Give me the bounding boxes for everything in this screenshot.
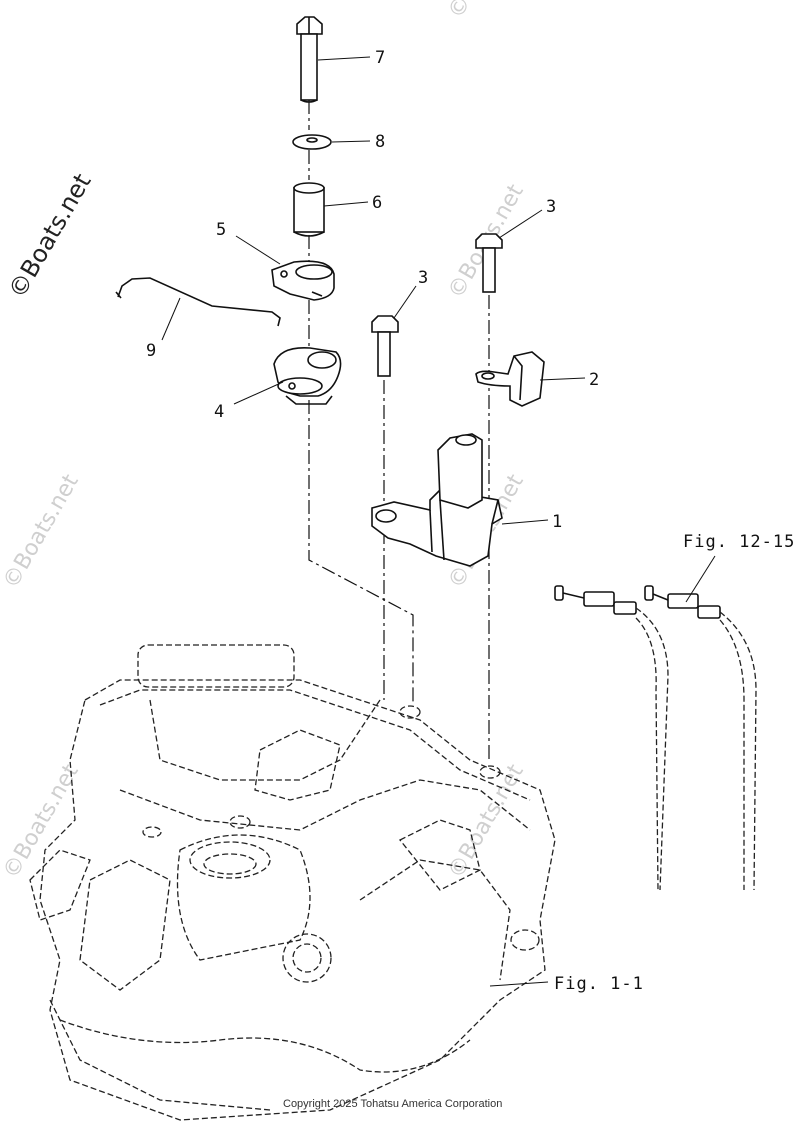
ref-fig-12-15: Fig. 12-15 (683, 532, 795, 552)
part-7-bolt (296, 16, 323, 103)
callout-9: 9 (146, 341, 156, 361)
part-1-bracket (371, 433, 503, 567)
callout-6: 6 (372, 193, 382, 213)
part-9-link-rod (115, 277, 281, 327)
assembly-axis-lines (308, 100, 490, 760)
engine-block-outline (29, 644, 556, 1121)
throttle-cables (554, 585, 757, 891)
leader-lines (161, 56, 716, 987)
callout-8: 8 (375, 132, 385, 152)
figure-references: Fig. 12-15 Fig. 1-1 (554, 532, 795, 994)
part-3-bolt-upper (475, 233, 503, 293)
callout-5: 5 (216, 220, 226, 240)
watermark-left-mid: ©Boats.net (0, 470, 84, 593)
watermark-center-low: ©Boats.net (444, 760, 529, 883)
callout-3-upper: 3 (546, 197, 556, 217)
copyright-text: Copyright 2025 Tohatsu America Corporati… (283, 1098, 502, 1110)
callout-7: 7 (375, 48, 385, 68)
part-6-collar (293, 182, 325, 237)
part-5-lever (271, 260, 335, 301)
watermark-top-right: ©Boats.net (444, 0, 529, 23)
watermark-main: ©Boats.net (3, 169, 97, 303)
callout-2: 2 (589, 370, 599, 390)
callout-labels: 7 8 6 5 3 3 9 2 4 1 (146, 48, 599, 532)
part-4-cam-plate (273, 347, 342, 405)
callout-1: 1 (552, 512, 562, 532)
part-2-clip (475, 351, 545, 407)
part-8-washer (292, 134, 332, 150)
part-3-bolt-lower (371, 315, 399, 377)
ref-fig-1-1: Fig. 1-1 (554, 974, 644, 994)
watermark-left-low: ©Boats.net (0, 760, 84, 883)
callout-4: 4 (214, 402, 224, 422)
callout-3-lower: 3 (418, 268, 428, 288)
